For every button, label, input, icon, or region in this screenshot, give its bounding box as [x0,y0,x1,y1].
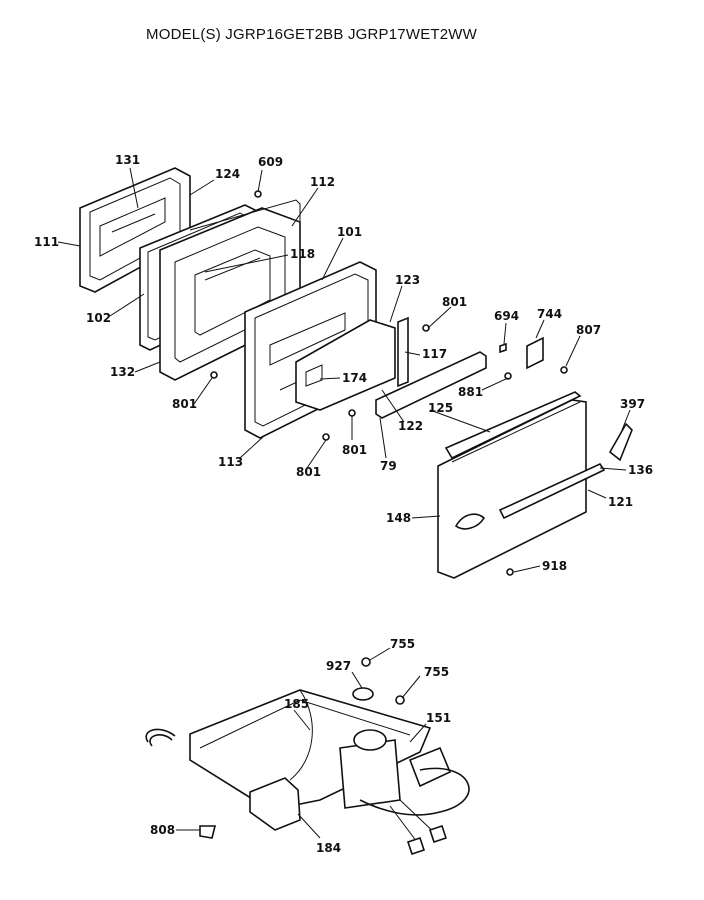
label-111: 111 [34,235,59,249]
small-parts [210,190,633,576]
hinge-bracket-117 [397,316,409,388]
label-918: 918 [542,559,567,573]
label-121: 121 [608,495,633,509]
label-927: 927 [326,659,351,673]
label-122: 122 [398,419,423,433]
label-801-d: 801 [296,465,321,479]
label-185: 185 [284,697,309,711]
label-881: 881 [458,385,483,399]
outer-door-panel [437,391,606,579]
label-755-a: 755 [390,637,415,651]
part-labels: 131 124 609 112 111 118 101 102 123 801 … [34,153,653,855]
door-liner-112 [189,199,301,300]
label-112: 112 [310,175,335,189]
label-131: 131 [115,153,140,167]
label-744: 744 [537,307,562,321]
label-694: 694 [494,309,519,323]
label-125: 125 [428,401,453,415]
label-801-c: 801 [342,443,367,457]
label-124: 124 [215,167,240,181]
label-174: 174 [342,371,367,385]
label-151: 151 [426,711,451,725]
label-397: 397 [620,397,645,411]
label-807: 807 [576,323,601,337]
insulation-pad [295,319,396,411]
label-102: 102 [86,311,111,325]
label-123: 123 [395,273,420,287]
label-801-b: 801 [172,397,197,411]
label-755-b: 755 [424,665,449,679]
model-title: MODEL(S) JGRP16GET2BB JGRP17WET2WW [146,26,478,43]
latch-assembly [145,657,470,856]
bottom-channel [375,351,487,419]
door-frame [159,207,301,381]
label-148: 148 [386,511,411,525]
leader-lines [57,167,631,839]
label-118: 118 [290,247,315,261]
label-808: 808 [150,823,175,837]
label-117: 117 [422,347,447,361]
label-101: 101 [337,225,362,239]
label-136: 136 [628,463,653,477]
label-132: 132 [110,365,135,379]
label-113: 113 [218,455,243,469]
label-801-a: 801 [442,295,467,309]
label-184: 184 [316,841,341,855]
label-79: 79 [380,459,397,473]
label-609: 609 [258,155,283,169]
